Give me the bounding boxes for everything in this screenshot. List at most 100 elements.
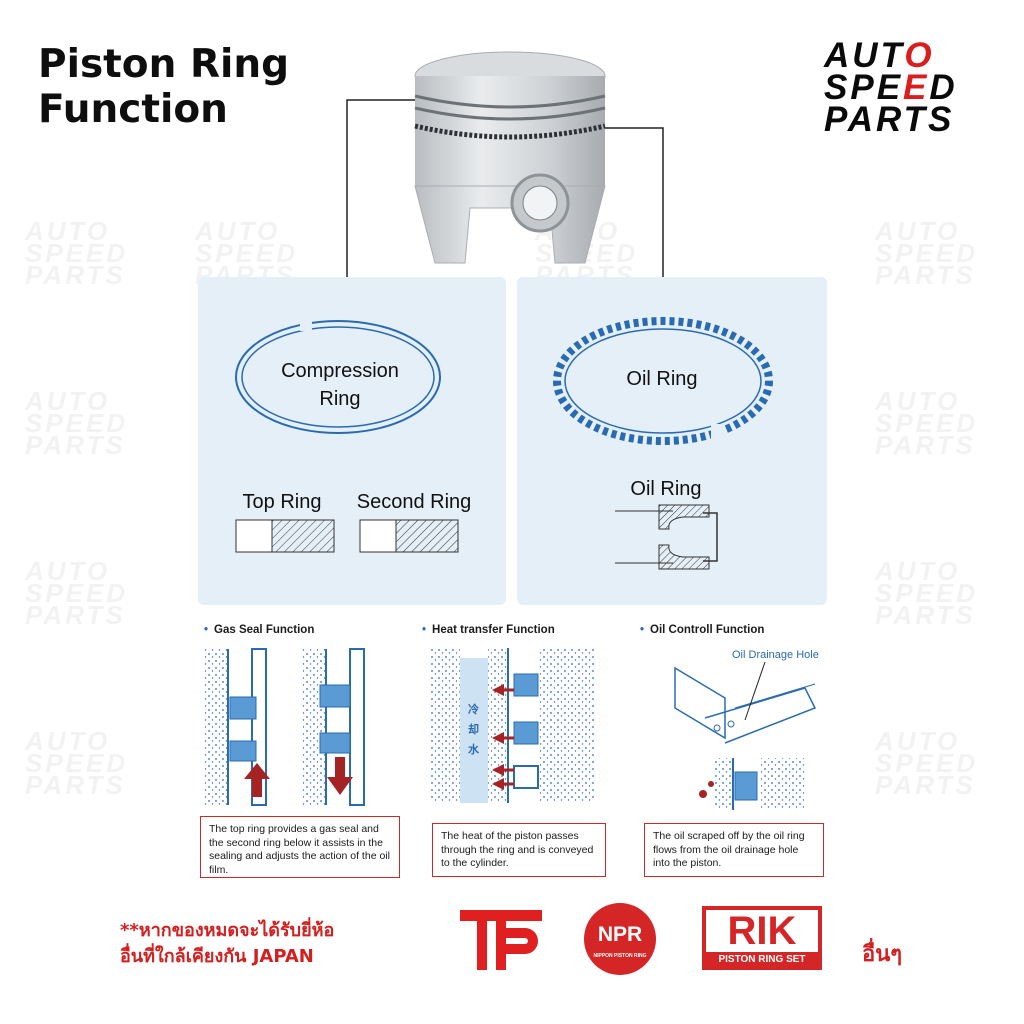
heat-transfer-note: The heat of the piston passes through th… [432, 823, 606, 877]
others-label: อื่นๆ [862, 942, 903, 967]
piston-detail [761, 758, 805, 810]
block-left [430, 648, 460, 803]
ring-groove-1 [414, 94, 606, 109]
heat-transfer-illustration [430, 648, 594, 803]
ring-groove-view [704, 687, 817, 744]
rik-logo-sub: PISTON RING SET [718, 954, 806, 965]
second-ring-label: Second Ring [356, 491, 472, 513]
ring-cross-sections [235, 519, 459, 553]
brand-line-1: AUTO [824, 36, 935, 75]
second-ring-right [319, 732, 351, 754]
drain-hole-2 [727, 720, 735, 728]
compression-ring-panel: Compression Ring Top Ring Second Ring [198, 277, 506, 605]
pin-hole [522, 185, 558, 221]
oil-ring-outer [553, 317, 773, 445]
oil-ring-detail [734, 771, 758, 801]
cylinder-wall-left [204, 649, 228, 805]
heat-arrow-4-icon [492, 778, 504, 790]
gas-seal-title: Gas Seal Function [204, 624, 314, 636]
ring-1 [513, 673, 539, 697]
coolant-label: 冷却水 [468, 703, 479, 756]
oil-ring-cross-section [615, 504, 718, 570]
top-ring-left [229, 696, 257, 720]
rik-logo: RIK PISTON RING SET [702, 906, 822, 970]
top-ring-label: Top Ring [242, 491, 322, 513]
oil-ring-section-label: Oil Ring [630, 478, 702, 500]
wall-detail [713, 758, 733, 810]
drain-hole-1 [713, 724, 721, 732]
heat-arrow-3-icon [492, 764, 504, 776]
arrow-down-icon [327, 757, 353, 795]
top-ring-plain [235, 519, 273, 553]
oil-drop-1 [699, 790, 707, 798]
block-inner [488, 648, 508, 803]
hole-pointer [744, 661, 766, 721]
oil-ring-groove [414, 123, 606, 140]
piston-illustration [341, 51, 669, 306]
lower-rail [658, 544, 710, 570]
availability-line-2: อื่นที่ใกล้เคียงกัน JAPAN [120, 946, 314, 967]
compression-ring-label-line2: Ring [319, 388, 361, 410]
piston-land-right [349, 648, 365, 806]
top-ring-right [319, 684, 351, 708]
oil-ring-gap [711, 424, 725, 446]
ring-gap [300, 317, 312, 331]
ring-groove-2 [414, 106, 606, 121]
heat-arrow-2-icon [492, 732, 504, 744]
compression-ring-label: Compression Ring [258, 357, 422, 413]
brand-line-3: PARTS [824, 100, 955, 139]
compression-ring-label-line1: Compression [281, 360, 399, 382]
brand-line-2: SPEED [824, 68, 958, 107]
oil-ring-rail [734, 683, 816, 709]
oil-control-title: Oil Controll Function [640, 624, 764, 636]
oil-ring-inner [564, 328, 762, 434]
gas-seal-note: The top ring provides a gas seal and the… [200, 816, 400, 878]
expander [703, 512, 718, 562]
npr-logo: NPR NIPPON PISTON RING [584, 903, 656, 975]
availability-line-1: **หากของหมดจะได้รับยี่ห้อ [120, 920, 335, 941]
ring-3 [513, 765, 539, 789]
oil-control-illustration [674, 661, 817, 810]
oil-ring-label: Oil Ring [626, 368, 698, 390]
oil-drainage-hole-label: Oil Drainage Hole [732, 649, 819, 661]
compression-ring-inner [241, 326, 435, 428]
leader-line-compression [346, 99, 415, 300]
cylinder-wall-right [302, 649, 326, 805]
leader-line-oil [605, 127, 664, 300]
tp-logo [460, 910, 542, 970]
title-line-2: Function [38, 87, 228, 132]
ring-2 [513, 721, 539, 745]
oil-ring-drawing [553, 317, 773, 446]
second-ring-section [395, 519, 459, 553]
piston-cutaway-top [674, 666, 726, 740]
heat-arrow-1-icon [492, 684, 504, 696]
npr-logo-sub: NIPPON PISTON RING [593, 953, 647, 959]
heat-transfer-title: Heat transfer Function [422, 624, 555, 636]
oil-ring-panel: Oil Ring Oil Ring [517, 277, 827, 605]
piston-land-left [251, 648, 267, 806]
page-title: Piston Ring Function [38, 42, 289, 132]
title-line-1: Piston Ring [38, 42, 290, 87]
second-ring-plain [359, 519, 397, 553]
compression-ring-drawing [235, 317, 441, 434]
upper-rail [658, 504, 710, 530]
top-ring-section [271, 519, 335, 553]
piston-skirt [414, 185, 606, 264]
gas-seal-illustration [204, 648, 365, 806]
npr-logo-text: NPR [597, 923, 643, 946]
coolant-channel [460, 658, 488, 803]
rik-logo-text: RIK [706, 910, 818, 952]
compression-ring-outer [235, 320, 441, 434]
oil-control-note: The oil scraped off by the oil ring flow… [644, 823, 824, 877]
brand-logo: AUTO SPEED PARTS [824, 36, 984, 139]
availability-note: **หากของหมดจะได้รับยี่ห้อ อื่นที่ใกล้เคี… [120, 918, 334, 970]
oil-drop-2 [708, 781, 714, 787]
